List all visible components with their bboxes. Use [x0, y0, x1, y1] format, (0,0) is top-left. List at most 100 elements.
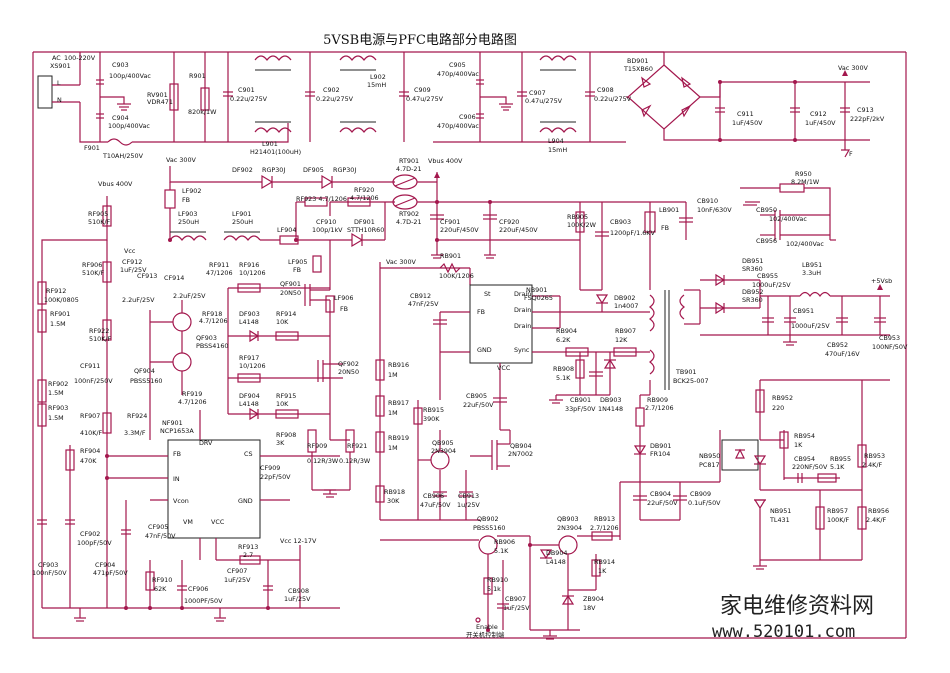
label-c908: C908: [597, 86, 614, 94]
label-rb913v: 2.7/1206: [590, 524, 619, 532]
label-cb956v: 102/400Vac: [786, 240, 824, 248]
label-db951: DB951: [742, 257, 764, 265]
label-r901: R901: [189, 72, 206, 80]
label-rf918v: 4.7/1206: [199, 317, 228, 325]
label-cb950: CB950: [756, 206, 777, 214]
label-rb953v: 2.4K/F: [862, 461, 883, 469]
label-rb913: RB913: [594, 515, 615, 523]
label-cf904v: 471pF/50V: [93, 569, 128, 577]
label-c908v: 0.22u/275V: [594, 95, 632, 103]
label-ac_v: 100-220V: [64, 54, 96, 62]
label-rf915v: 10K: [276, 400, 289, 408]
label-qf901v: 20N50: [280, 289, 301, 297]
label-cb951v: 1000uF/25V: [791, 322, 830, 330]
label-drain3: Drain: [514, 322, 531, 330]
label-cb903: CB903: [610, 218, 631, 226]
diagram-title: 5VSB电源与PFC电路部分电路图: [323, 32, 517, 48]
label-rv901: RV901: [147, 91, 168, 99]
label-rf912: RF912: [46, 287, 66, 295]
label-rf924v: 3.3M/F: [124, 429, 146, 437]
label-lf902: LF902: [182, 187, 201, 195]
label-nf901v: NCP1653A: [160, 427, 194, 435]
label-rf916v: 10/1206: [239, 269, 266, 277]
label-ac_in: AC: [52, 54, 61, 62]
label-cf903v: 100nF/50V: [32, 569, 67, 577]
label-rb952: RB952: [772, 394, 793, 402]
label-c902: C902: [323, 86, 340, 94]
label-cf903: CF903: [38, 561, 58, 569]
label-c909v: 0.47u/275V: [406, 95, 444, 103]
label-r950v: 8.2M/1W: [791, 178, 820, 186]
label-db904: DB904: [546, 549, 568, 557]
label-df904v: L4148: [239, 400, 259, 408]
label-cb909: CB909: [690, 490, 711, 498]
label-vac300a: Vac 300V: [838, 64, 869, 72]
label-fb4: FB: [340, 305, 348, 313]
label-cf911v: 100nF/250V: [74, 377, 113, 385]
label-rf917: RF917: [239, 354, 259, 362]
label-rb917: RB917: [388, 399, 409, 407]
label-cf907: CF907: [227, 567, 247, 575]
label-rf903v: 1.5M: [48, 414, 64, 422]
label-cf913: CF913: [137, 272, 157, 280]
label-cf902: CF902: [80, 530, 100, 538]
label-qf904v: PBSS5160: [130, 377, 163, 385]
label-cb950v: 102/400Vac: [769, 215, 807, 223]
label-df901v: STTH10R60: [347, 226, 384, 234]
label-cb913: CB913: [458, 492, 479, 500]
label-db952v: SR360: [742, 296, 763, 304]
label-rf912v: 100K/0805: [44, 296, 79, 304]
label-rb901: RB901: [440, 252, 461, 260]
label-rb905: RB905: [567, 213, 588, 221]
label-rb956: RB956: [868, 507, 889, 515]
label-c913v: 222pF/2kV: [850, 115, 885, 123]
label-l902: L902: [370, 73, 386, 81]
label-rf914: RF914: [276, 310, 296, 318]
label-cf905: CF905: [148, 523, 168, 531]
watermark-line1: 家电维修资料网: [720, 594, 874, 619]
label-nf901: NF901: [162, 419, 183, 427]
label-cf910: CF910: [316, 218, 336, 226]
label-xs901: XS901: [50, 62, 71, 70]
label-c901v: 0.22u/275V: [230, 95, 268, 103]
label-lf901: LF901: [232, 210, 251, 218]
label-cb909v: 0.1uF/50V: [688, 499, 721, 507]
label-rb954v: 1K: [794, 441, 803, 449]
label-rf924: RF924: [127, 412, 147, 420]
label-rb908v: 5.1K: [556, 374, 571, 382]
label-rb957: RB957: [827, 507, 848, 515]
label-nb901v: FSQ0265: [524, 294, 553, 302]
label-db952: DB952: [742, 288, 764, 296]
label-rf904: RF904: [80, 447, 100, 455]
label-rf916: RF916: [239, 261, 259, 269]
label-rf911: RF911: [209, 261, 229, 269]
label-cb952v: 470uF/16V: [825, 350, 860, 358]
label-qf903v: PBSS4160: [196, 342, 229, 350]
label-rgp30ja: RGP30J: [262, 166, 285, 174]
label-qb903: QB903: [557, 515, 579, 523]
label-tb901v: BCK25-007: [673, 377, 709, 385]
label-l901v: H21401(100uH): [250, 148, 301, 156]
label-cb955: CB955: [757, 272, 778, 280]
label-cf910v: 100p/1kV: [312, 226, 343, 234]
label-enable: Enable: [476, 623, 498, 631]
label-bd901: BD901: [627, 57, 649, 65]
label-cf901: CF901: [440, 218, 460, 226]
label-rf919v: 4.7/1206: [178, 398, 207, 406]
label-cb905: CB905: [466, 392, 487, 400]
label-cb912: CB912: [410, 292, 431, 300]
label-rb908: RB908: [553, 365, 574, 373]
label-df905: DF905: [303, 166, 324, 174]
label-c22a: 2.2uF/25V: [122, 296, 155, 304]
label-qf903: QF903: [196, 334, 217, 342]
label-cb907: CB907: [505, 595, 526, 603]
label-cb953: CB953: [879, 334, 900, 342]
label-ic_vcon: Vcon: [173, 497, 189, 505]
label-db903: DB903: [600, 396, 622, 404]
label-cf912v: 1uF/25V: [120, 266, 147, 274]
label-vac300b: Vac 300V: [166, 156, 197, 164]
watermark-line2: www.520101.com: [712, 622, 855, 642]
label-rf913v: 2.7: [243, 551, 253, 559]
label-rb919: RB919: [388, 434, 409, 442]
label-lf901v: 250uH: [232, 218, 253, 226]
